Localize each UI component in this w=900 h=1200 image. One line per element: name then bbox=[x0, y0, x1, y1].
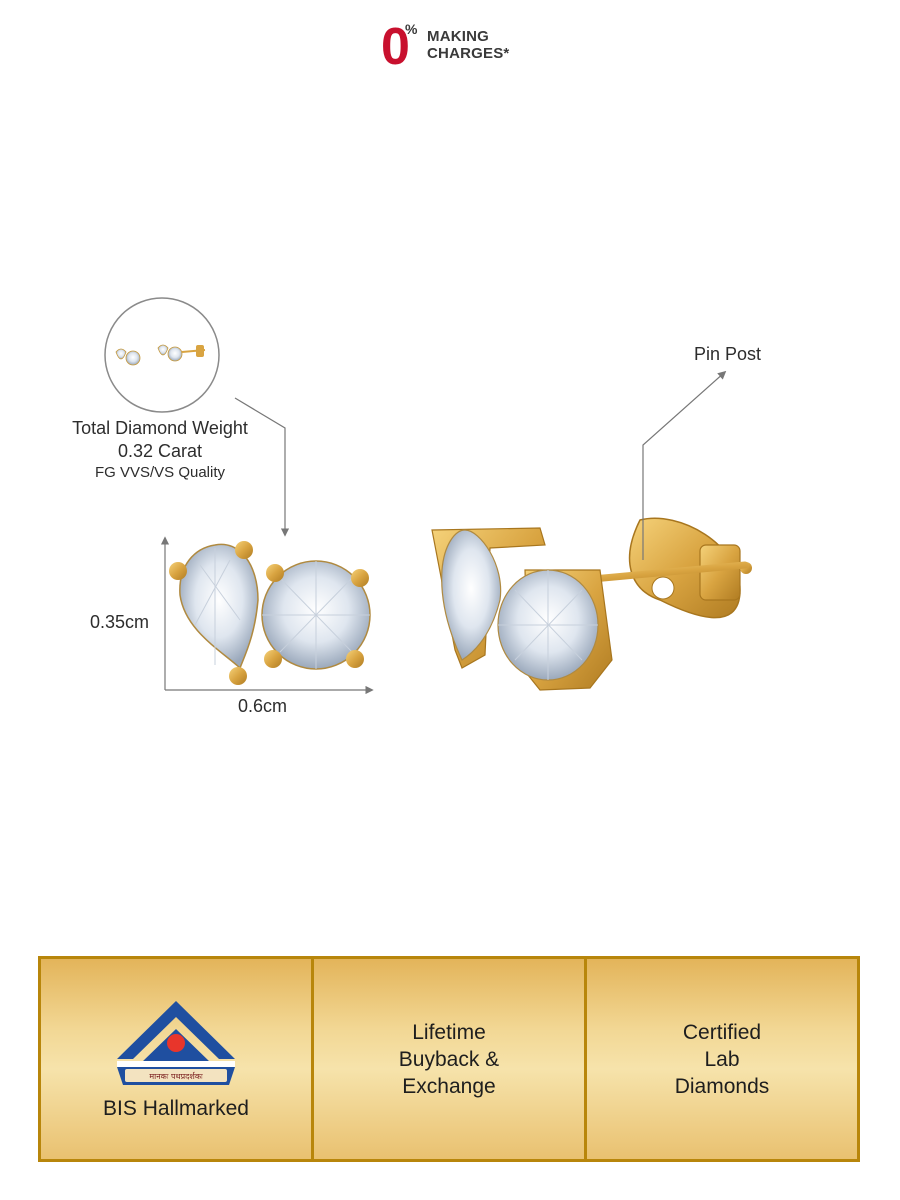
buyback-line-2: Buyback & bbox=[398, 1047, 500, 1071]
certified-line-2: Lab bbox=[704, 1047, 740, 1071]
feature-lifetime-buyback: Lifetime Buyback & Exchange bbox=[314, 959, 587, 1159]
logo-percent: % bbox=[405, 21, 418, 37]
diamond-weight-info: Total Diamond Weight 0.32 Carat FG VVS/V… bbox=[40, 417, 280, 484]
zero-making-charges-logo: 0 % bbox=[383, 18, 418, 70]
buyback-line-1: Lifetime bbox=[412, 1020, 486, 1044]
inset-circle bbox=[105, 298, 221, 414]
logo-line-1: MAKING bbox=[427, 28, 490, 45]
feature-bis-hallmarked: मानकः पथप्रदर्शकः BIS Hallmarked bbox=[41, 959, 314, 1159]
certified-line-1: Certified bbox=[682, 1020, 762, 1044]
logo-text: MAKING CHARGES* bbox=[427, 28, 509, 62]
weight-title: Total Diamond Weight bbox=[72, 418, 248, 438]
logo-zero: 0 bbox=[383, 18, 410, 70]
bis-emblem-text: मानकः पथप्रदर्शकः bbox=[149, 1071, 203, 1081]
pin-post-label: Pin Post bbox=[694, 344, 762, 364]
buyback-line-3: Exchange bbox=[402, 1074, 496, 1098]
certified-line-3: Diamonds bbox=[674, 1074, 770, 1098]
diamond-quality: FG VVS/VS Quality bbox=[94, 464, 226, 481]
feature-certified-lab-diamonds: Certified Lab Diamonds bbox=[587, 959, 857, 1159]
bis-emblem-icon: मानकः पथप्रदर्शकः bbox=[116, 1000, 235, 1085]
logo-line-2: CHARGES* bbox=[427, 45, 510, 62]
pin-post-pointer-line bbox=[642, 370, 727, 560]
weight-pointer-line bbox=[234, 397, 290, 537]
feature-band: मानकः पथप्रदर्शकः BIS Hallmarked Lifetim… bbox=[38, 956, 860, 1162]
earring-front-view bbox=[169, 541, 371, 685]
earring-side-view bbox=[431, 517, 752, 691]
width-label: 0.6cm bbox=[238, 696, 288, 716]
weight-carat: 0.32 Carat bbox=[117, 441, 203, 461]
inset-earring-pair bbox=[104, 297, 220, 413]
bis-hallmarked-label: BIS Hallmarked bbox=[103, 1096, 249, 1120]
height-label: 0.35cm bbox=[90, 612, 150, 632]
